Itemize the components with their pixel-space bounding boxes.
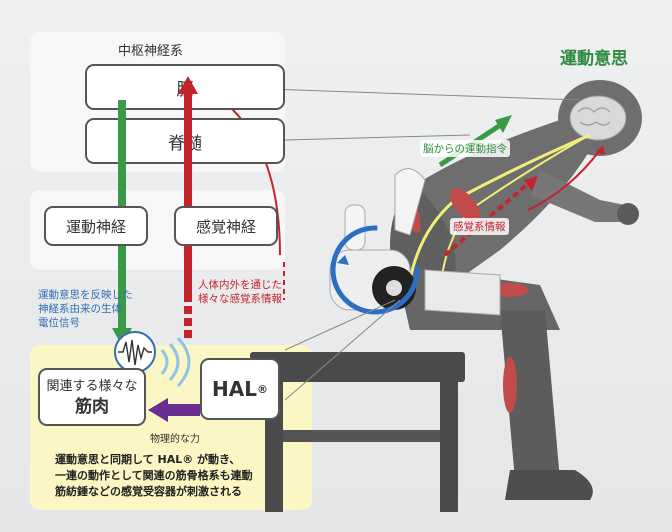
hal-label: HAL bbox=[212, 377, 257, 401]
muscle-box: 関連する様々な 筋肉 bbox=[38, 368, 146, 426]
hal-box: HAL® bbox=[200, 358, 280, 420]
brain-box: 脳 bbox=[85, 64, 285, 110]
bottom-note-line: 筋紡錘などの感覚受容器が刺激される bbox=[55, 485, 242, 498]
force-label: 物理的な力 bbox=[150, 434, 200, 445]
right-note-line: 人体内外を通じた bbox=[198, 279, 282, 291]
motor-nerve-box: 運動神経 bbox=[44, 206, 148, 246]
spinal-cord-box: 脊髄 bbox=[85, 118, 285, 164]
muscle-label-line1: 関連する様々な bbox=[46, 379, 138, 394]
left-note-line: 電位信号 bbox=[38, 317, 80, 329]
force-arrow bbox=[148, 398, 200, 422]
left-note-line: 神経系由来の生体 bbox=[38, 303, 122, 315]
chair bbox=[250, 352, 465, 512]
bottom-note-line: 運動意思と同期して HAL® が動き、 bbox=[55, 453, 241, 466]
signal-wave-icon bbox=[160, 336, 191, 388]
left-note: 運動意思を反映した 神経系由来の生体 電位信号 bbox=[38, 288, 133, 330]
right-note-line: 様々な感覚系情報 bbox=[198, 293, 282, 305]
muscle-label-line2: 筋肉 bbox=[75, 397, 109, 417]
left-note-line: 運動意思を反映した bbox=[38, 289, 133, 301]
spinal-cord-label: 脊髄 bbox=[168, 133, 202, 154]
bottom-note: 運動意思と同期して HAL® が動き、 一連の動作として関連の筋骨格系も連動 筋… bbox=[55, 452, 253, 500]
cns-title: 中枢神経系 bbox=[118, 44, 184, 59]
brain-label: 脳 bbox=[176, 79, 194, 100]
sensory-nerve-box: 感覚神経 bbox=[174, 206, 278, 246]
motor-command-label: 脳からの運動指令 bbox=[420, 140, 510, 157]
hal-suit bbox=[329, 168, 501, 316]
sensory-info-label: 感覚系情報 bbox=[450, 218, 509, 235]
bio-signal-icon bbox=[114, 331, 156, 373]
intention-title: 運動意思 bbox=[560, 49, 628, 69]
bottom-note-line: 一連の動作として関連の筋骨格系も連動 bbox=[55, 469, 253, 482]
hal-registered-mark: ® bbox=[256, 382, 268, 396]
brain-illustration bbox=[569, 95, 627, 141]
sensory-arrows bbox=[443, 145, 605, 257]
right-note: 人体内外を通じた 様々な感覚系情報 bbox=[198, 278, 282, 306]
sensory-nerve-label: 感覚神経 bbox=[195, 217, 256, 236]
motor-nerve-label: 運動神経 bbox=[65, 217, 126, 236]
